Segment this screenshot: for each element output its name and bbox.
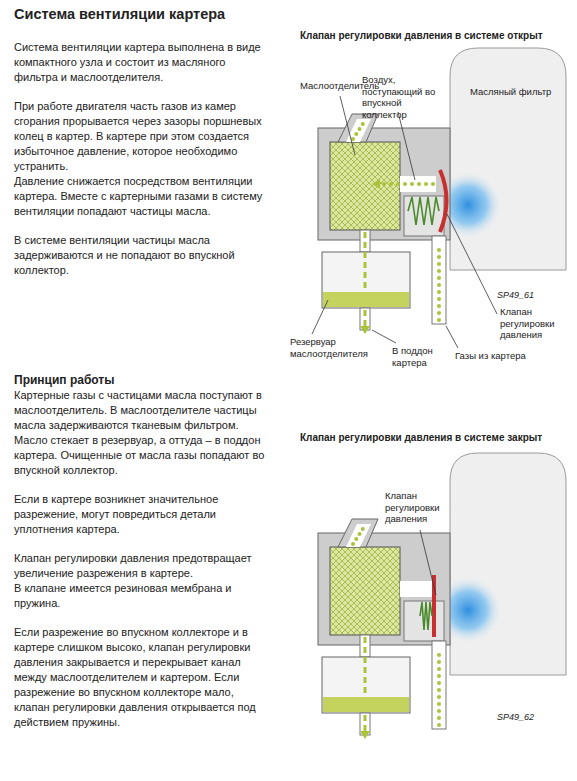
page-title: Система вентиляции картера xyxy=(14,6,284,22)
figure-title: Клапан регулировки давления в системе от… xyxy=(300,30,570,41)
body-paragraph: В системе вентиляции частицы масла задер… xyxy=(14,233,272,278)
body-paragraph: Клапан регулировки давления предотвращае… xyxy=(14,551,272,581)
section-heading: Принцип работы xyxy=(14,373,272,388)
figure-title: Клапан регулировки давления в системе за… xyxy=(300,432,570,443)
body-paragraph: В клапане имеется резиновая мембрана и п… xyxy=(14,581,272,611)
body-paragraph: Картерные газы с частицами масла поступа… xyxy=(14,388,272,478)
part-label: Газы из картера xyxy=(455,350,555,362)
body-paragraph: При работе двигателя часть газов из каме… xyxy=(14,99,272,174)
part-label: В поддон картера xyxy=(392,345,450,368)
body-paragraph: Если разрежение во впускном коллекторе и… xyxy=(14,625,272,730)
body-paragraph: Давление снижается посредством вентиляци… xyxy=(14,174,272,219)
filter-housing: Масляный фильтр xyxy=(470,86,554,98)
part-label: Клапан регулировки давления xyxy=(500,306,572,341)
body-paragraph: Система вентиляции картера выполнена в в… xyxy=(14,40,272,85)
body-paragraph: Если в картере возникнет значительное ра… xyxy=(14,492,272,537)
figure-number: SP49_62 xyxy=(497,712,557,722)
part-label: Масляный фильтр xyxy=(470,86,554,98)
part-label: Воздух, поступающий во впускной коллекто… xyxy=(362,74,446,120)
part-label: Резервуар маслоотделителя xyxy=(290,336,380,359)
part-label: Клапан регулировки давления xyxy=(385,490,449,525)
figure-number: SP49_61 xyxy=(497,290,557,300)
